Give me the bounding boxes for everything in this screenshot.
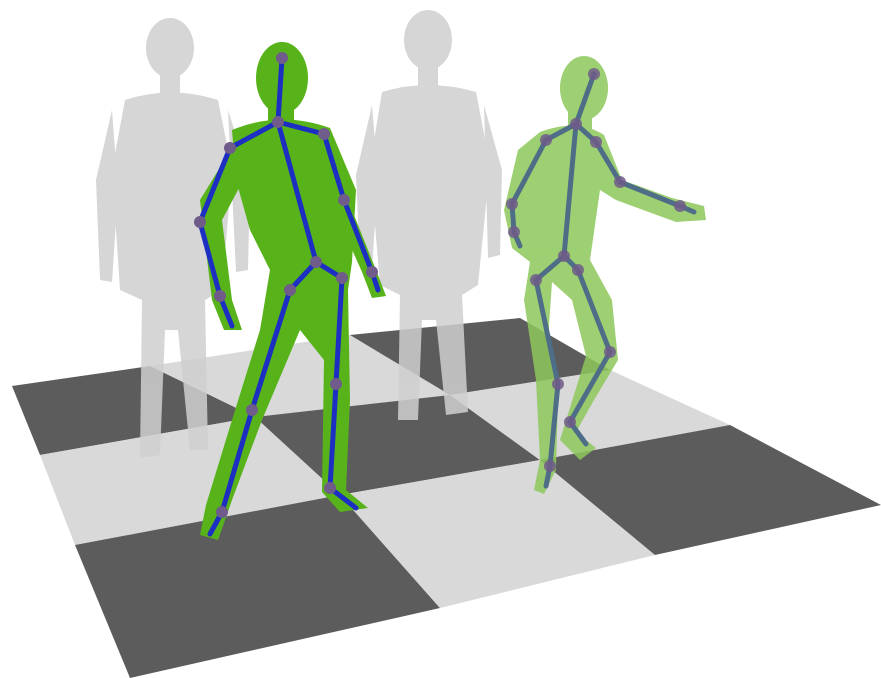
joint [224,142,236,154]
joint [540,134,552,146]
joint [246,404,258,416]
joint [530,274,542,286]
joint [324,482,336,494]
joint [310,256,322,268]
joint [194,216,206,228]
joint [318,128,330,140]
joint [544,460,556,472]
joint [590,136,602,148]
joint [552,378,564,390]
joint [564,416,576,428]
ghost-head [404,10,452,70]
joint [366,266,378,278]
joint [614,176,626,188]
joint [508,226,520,238]
joint [272,116,284,128]
joint [588,68,600,80]
joint [570,118,582,130]
joint [338,194,350,206]
ghost-head [146,18,194,78]
joint [216,506,228,518]
joint [214,290,226,302]
joint [284,284,296,296]
joint [330,378,342,390]
joint [276,52,288,64]
joint [674,200,686,212]
joint [336,272,348,284]
joint [572,264,584,276]
joint [604,346,616,358]
joint [506,198,518,210]
joint [558,250,570,262]
